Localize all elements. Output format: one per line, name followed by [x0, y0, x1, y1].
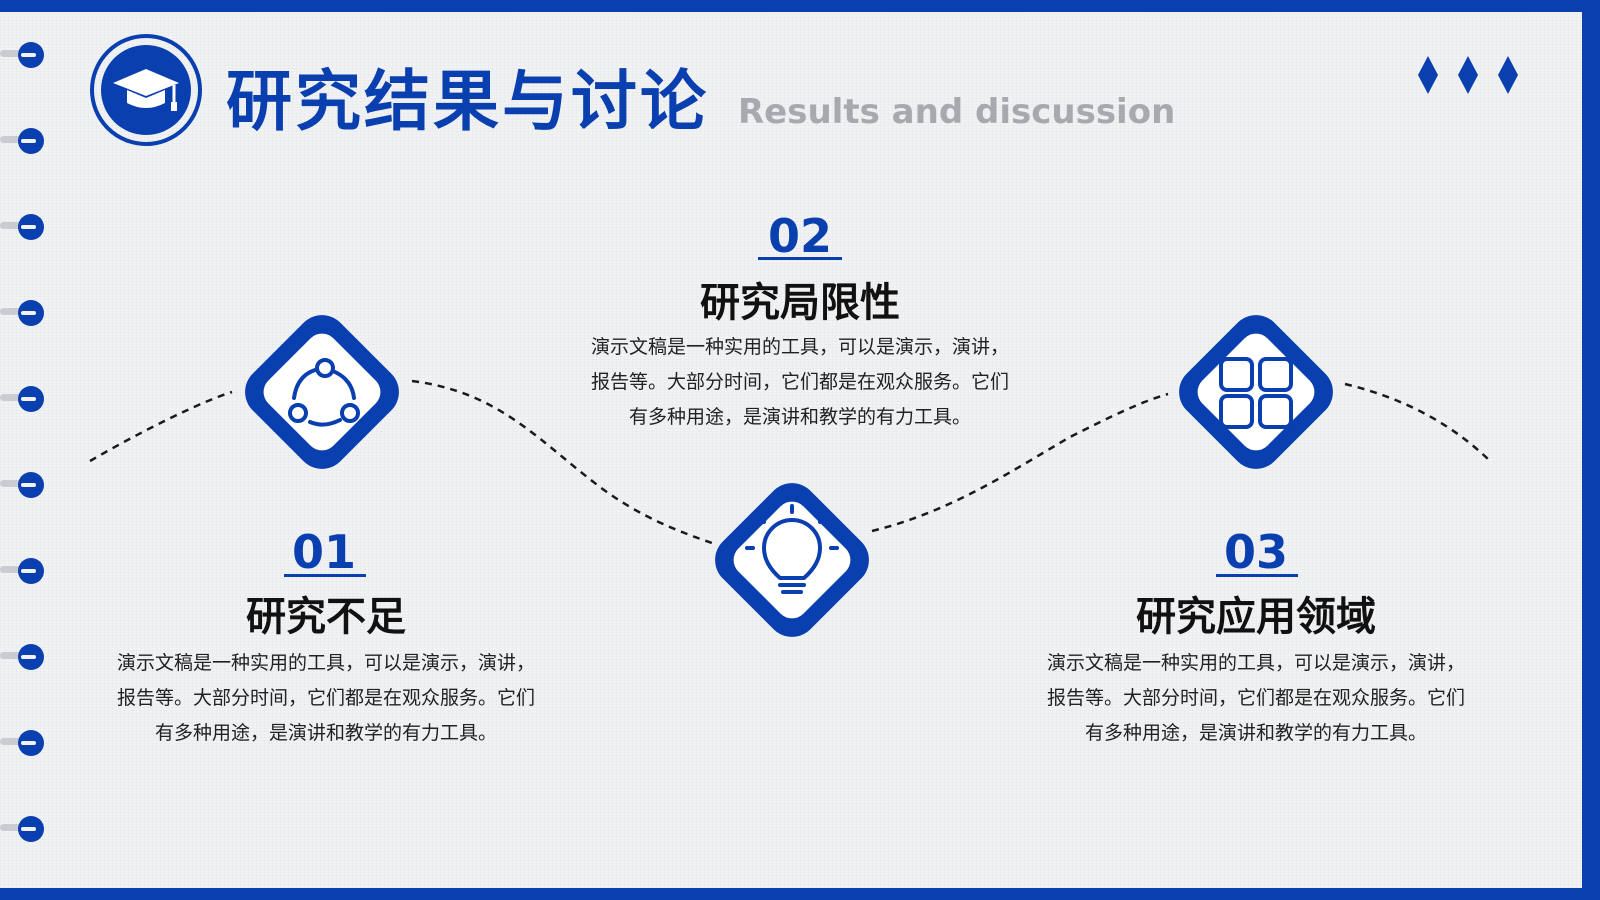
- item-number: 01: [291, 525, 356, 579]
- binding-ring: [0, 298, 52, 328]
- binding-ring: [0, 40, 52, 70]
- item-description: 演示文稿是一种实用的工具，可以是演示，演讲， 报告等。大部分时间，它们都是在观众…: [590, 336, 1009, 428]
- number-underline: [1216, 574, 1298, 577]
- dashed-connector-curve: [89, 379, 1491, 545]
- lightbulb-icon: [715, 483, 869, 637]
- binding-ring: [0, 728, 52, 758]
- item-title: 研究不足: [246, 594, 406, 640]
- diamond-ornament: [1418, 56, 1518, 94]
- binding-ring: [0, 470, 52, 500]
- item-title: 研究应用领域: [1136, 594, 1376, 640]
- graduation-badge: [90, 34, 202, 146]
- binding-ring: [0, 642, 52, 672]
- binding-ring: [0, 384, 52, 414]
- slide: 研究结果与讨论 Results and discussion: [0, 12, 1582, 888]
- number-underline: [758, 257, 842, 260]
- item-description: 演示文稿是一种实用的工具，可以是演示，演讲， 报告等。大部分时间，它们都是在观众…: [116, 652, 535, 744]
- binding-ring: [0, 814, 52, 844]
- refresh-cycle-icon: [245, 315, 399, 469]
- item-number: 02: [767, 209, 832, 263]
- binding-ring: [0, 556, 52, 586]
- grid-icon: [1179, 315, 1333, 469]
- page-title: 研究结果与讨论: [226, 63, 709, 140]
- page-subtitle: Results and discussion: [738, 92, 1176, 132]
- number-underline: [284, 574, 366, 577]
- item-description: 演示文稿是一种实用的工具，可以是演示，演讲， 报告等。大部分时间，它们都是在观众…: [1046, 652, 1465, 744]
- graduation-cap-icon: [113, 69, 179, 111]
- item-title: 研究局限性: [700, 280, 900, 326]
- item-number: 03: [1223, 525, 1288, 579]
- binding-ring: [0, 126, 52, 156]
- binding-ring: [0, 212, 52, 242]
